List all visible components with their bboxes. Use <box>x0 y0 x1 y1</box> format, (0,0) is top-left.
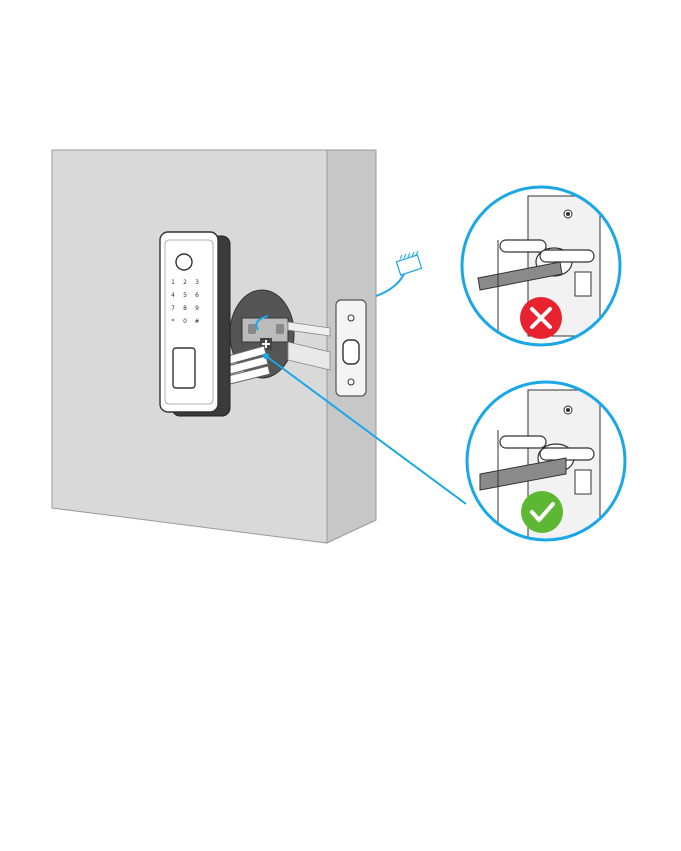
keypad-key: 3 <box>195 279 199 286</box>
keypad-key: 6 <box>195 292 199 299</box>
keypad-key: 1 <box>171 279 175 286</box>
keypad-key: 4 <box>171 292 175 299</box>
keypad-key: 7 <box>171 305 175 312</box>
latch-faceplate <box>336 300 366 396</box>
keypad-key: * <box>172 318 175 325</box>
keypad-key: 2 <box>183 279 187 286</box>
keypad-key: # <box>194 318 199 325</box>
cable-connector <box>376 251 422 296</box>
x-mark-icon <box>520 297 562 339</box>
callout-correct <box>467 382 625 540</box>
keypad-key: 5 <box>183 292 187 299</box>
fingerprint-sensor <box>176 254 192 270</box>
lock-handle <box>173 348 195 388</box>
smart-lock: 1 2 3 4 5 6 7 8 9 * 0 # <box>160 232 230 416</box>
callout-incorrect <box>462 187 620 345</box>
check-mark-icon <box>521 491 563 533</box>
keypad-key: 9 <box>195 305 199 312</box>
keypad-key: 0 <box>183 318 187 325</box>
keypad-key: 8 <box>183 305 187 312</box>
